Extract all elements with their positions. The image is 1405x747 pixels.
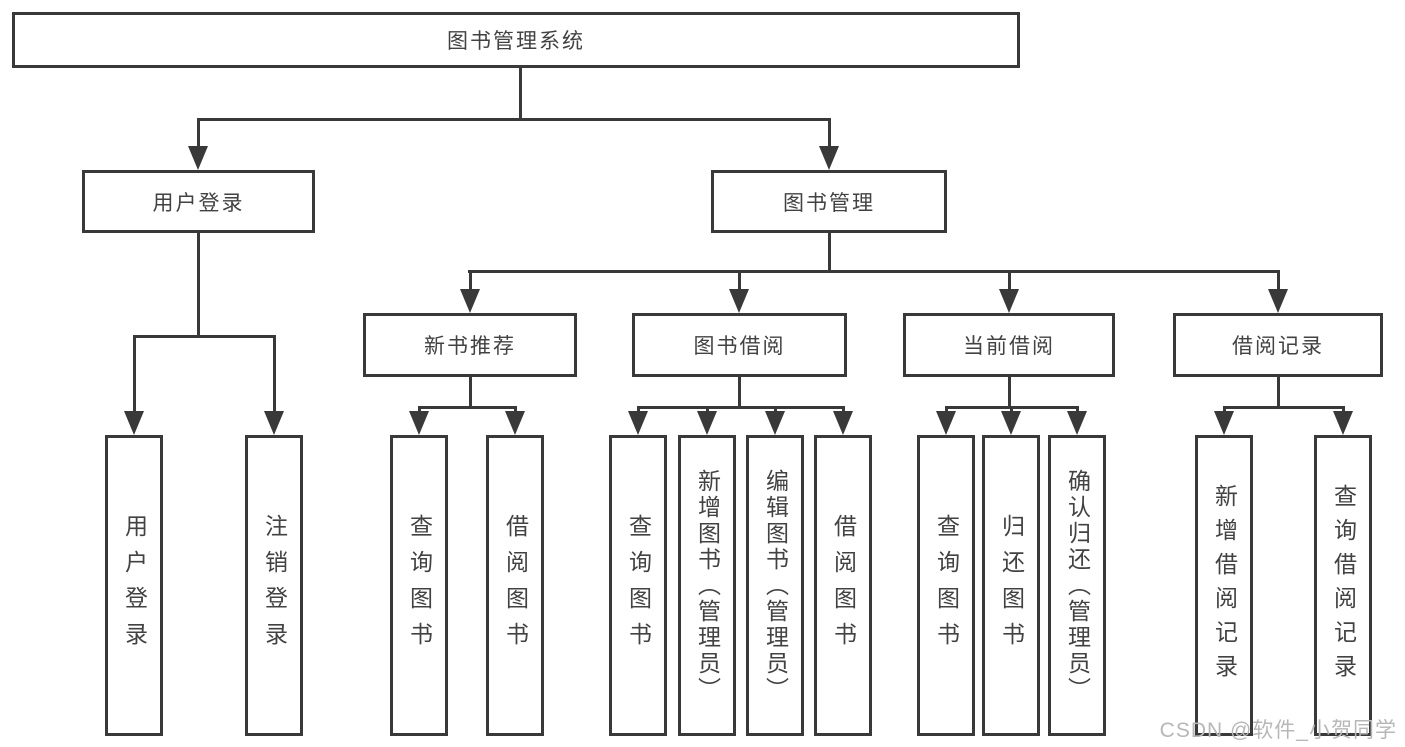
connector-line [637,406,640,414]
leaf-label: 查询图书 [625,513,652,658]
connector-arrowhead [765,411,785,435]
leaf-label: 确认归还（管理员） [1064,468,1091,703]
connector-line [1223,406,1344,409]
leaf-label: 归还图书 [998,513,1025,658]
connector-arrowhead [697,411,717,435]
connector-arrowhead [1067,411,1087,435]
connector-line [1342,406,1345,414]
connector-arrowhead [124,411,144,435]
leaf-label: 编辑图书（管理员） [762,468,789,703]
connector-line [706,406,709,414]
leaf-label: 新增图书（管理员） [694,468,721,703]
connector-line [1277,377,1280,408]
connector-arrowhead [628,411,648,435]
connector-arrowhead [833,411,853,435]
node-book-management: 图书管理 [711,170,947,233]
leaf-borrow-books-recommend: 借阅图书 [486,435,544,736]
connector-line [197,118,831,121]
connector-line [1223,406,1226,414]
connector-line [418,406,421,414]
connector-line [418,406,517,409]
connector-line [469,270,472,291]
leaf-label: 查询图书 [406,513,433,658]
node-label: 新书推荐 [424,335,516,358]
connector-line [468,270,1280,273]
connector-line [738,377,741,408]
connector-line [133,335,276,338]
connector-arrowhead [264,411,284,435]
leaf-label: 查询图书 [933,513,960,658]
connector-arrowhead [505,411,525,435]
leaf-label: 查询借阅记录 [1330,483,1357,688]
connector-arrowhead [1001,411,1021,435]
connector-arrowhead [460,289,480,313]
node-label: 当前借阅 [963,335,1055,358]
connector-line [945,406,948,414]
connector-line [828,233,831,272]
connector-line [519,68,522,120]
leaf-borrow-books: 借阅图书 [814,435,872,736]
connector-line [1008,377,1011,408]
node-user-login: 用户登录 [82,170,315,233]
node-label: 图书借阅 [693,335,786,358]
csdn-watermark: CSDN @软件_小贺同学 [1159,719,1397,742]
leaf-query-borrow-record: 查询借阅记录 [1314,435,1372,736]
connector-line [1277,270,1280,291]
connector-line [828,118,831,148]
connector-arrowhead [936,411,956,435]
leaf-confirm-return-admin: 确认归还（管理员） [1048,435,1106,736]
node-library-management-system: 图书管理系统 [12,12,1020,68]
connector-arrowhead [819,146,839,170]
node-current-borrowing: 当前借阅 [903,313,1115,377]
connector-line [637,406,845,409]
node-label: 图书管理系统 [447,30,585,53]
connector-arrowhead [188,146,208,170]
node-label: 借阅记录 [1232,335,1324,358]
connector-arrowhead [999,289,1019,313]
leaf-label: 注销登录 [261,513,288,658]
connector-arrowhead [1214,411,1234,435]
connector-line [514,406,517,414]
node-label: 用户登录 [152,191,245,215]
connector-line [1010,406,1013,414]
node-new-book-recommendation: 新书推荐 [363,313,577,377]
leaf-query-books-borrowing: 查询图书 [609,435,667,736]
leaf-user-login: 用户登录 [105,435,163,736]
connector-arrowhead [1268,289,1288,313]
connector-line [738,270,741,291]
connector-line [273,335,276,413]
leaf-add-borrow-record: 新增借阅记录 [1195,435,1253,736]
connector-line [1008,270,1011,291]
leaf-label: 用户登录 [121,513,148,658]
connector-line [1076,406,1079,414]
leaf-edit-books-admin: 编辑图书（管理员） [746,435,804,736]
connector-arrowhead [1333,411,1353,435]
node-label: 图书管理 [783,191,875,215]
leaf-logout-login: 注销登录 [245,435,303,736]
leaf-add-books-admin: 新增图书（管理员） [678,435,736,736]
connector-line [197,233,200,337]
leaf-query-books-recommend: 查询图书 [390,435,448,736]
connector-arrowhead [729,289,749,313]
connector-line [774,406,777,414]
leaf-label: 借阅图书 [830,513,857,658]
connector-line [842,406,845,414]
connector-line [469,377,472,408]
connector-arrowhead [409,411,429,435]
connector-line [197,118,200,148]
node-book-borrowing: 图书借阅 [632,313,847,377]
node-borrowing-records: 借阅记录 [1173,313,1383,377]
connector-line [133,335,136,413]
leaf-query-books-current: 查询图书 [917,435,975,736]
leaf-return-books: 归还图书 [982,435,1040,736]
leaf-label: 新增借阅记录 [1211,483,1238,688]
leaf-label: 借阅图书 [502,513,529,658]
